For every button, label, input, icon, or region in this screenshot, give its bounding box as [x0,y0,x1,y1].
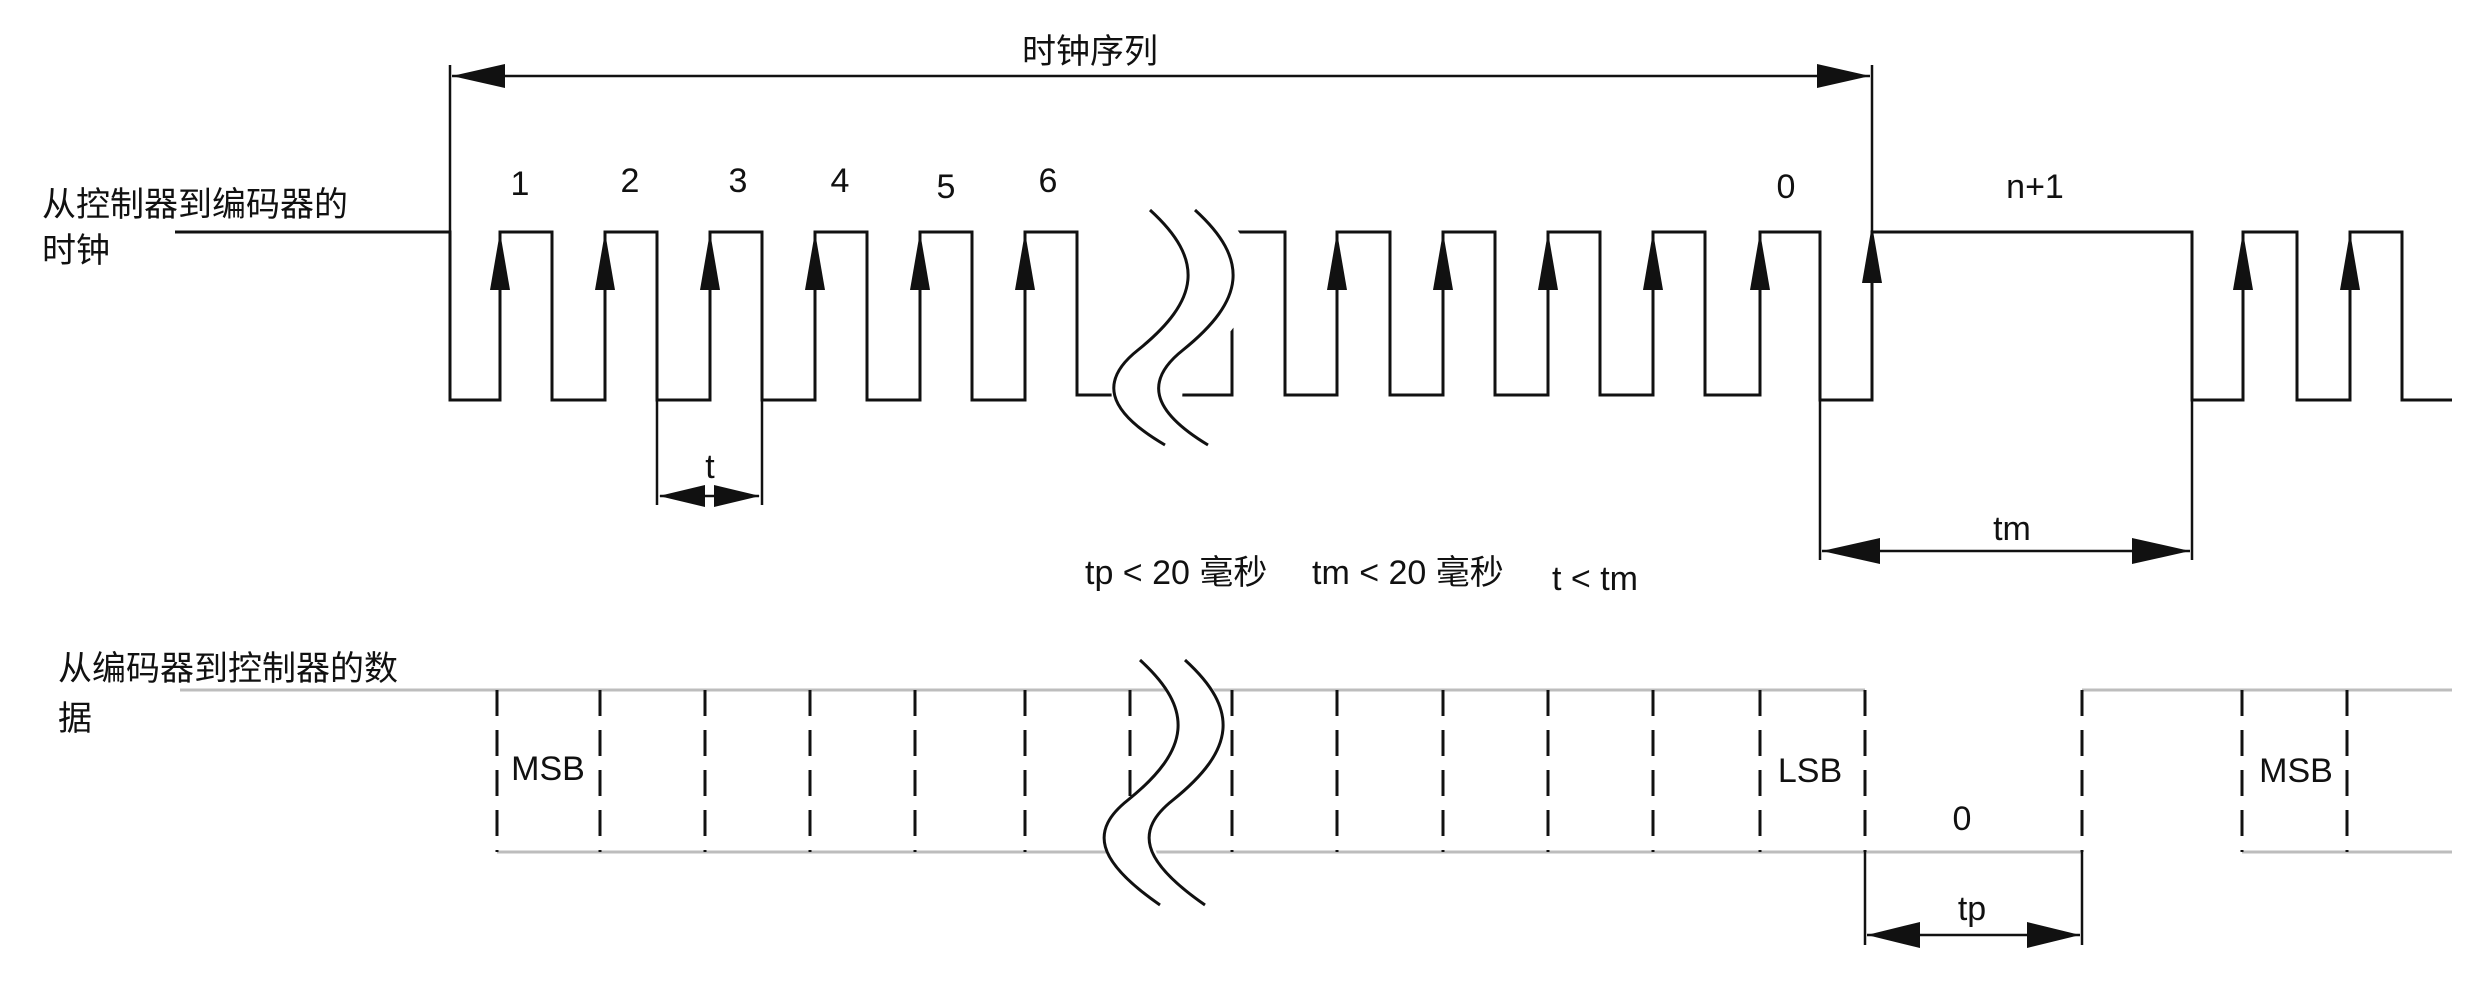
period-t-dimension [655,400,764,507]
clock-signal-label-line2: 时钟 [42,231,110,271]
msb-label: MSB [511,750,585,788]
data-bit-boundaries [495,690,2349,852]
pulse-number-5: 5 [937,168,956,206]
condition-t: t < tm [1552,560,1638,598]
clock-break-symbol [1111,208,1255,447]
clock-rising-edge-arrows [490,225,2360,290]
pulse-number-0: 0 [1777,168,1796,206]
clock-waveform [175,230,2452,402]
clock-sequence-label: 时钟序列 [1022,32,1158,72]
tm-dimension [1818,400,2194,564]
clock-sequence-arrowhead-left [452,64,505,88]
pulse-number-4: 4 [831,162,850,200]
tp-label: tp [1958,890,1986,928]
data-signal-label-line1: 从编码器到控制器的数 [58,649,398,689]
tp-dimension [1863,852,2084,948]
pulse-number-6: 6 [1039,162,1058,200]
clock-sequence-arrowhead-right [1817,64,1870,88]
condition-tm: tm < 20 毫秒 [1312,554,1504,592]
period-t-label: t [705,448,715,486]
pulse-number-n-plus-1: n+1 [2006,168,2064,206]
pulse-number-3: 3 [729,162,748,200]
condition-tp: tp < 20 毫秒 [1085,554,1267,592]
data-waveform [180,688,2452,854]
lsb-label: LSB [1778,752,1842,790]
clock-signal-label-line1: 从控制器到编码器的 [42,185,348,225]
data-break-symbol [1102,658,1228,907]
pulse-number-1: 1 [511,165,530,203]
data-signal-label-line2: 据 [58,699,92,739]
msb-label-second: MSB [2259,752,2333,790]
zero-bit-label: 0 [1953,800,1972,838]
pulse-number-2: 2 [621,162,640,200]
tm-label: tm [1993,510,2031,548]
